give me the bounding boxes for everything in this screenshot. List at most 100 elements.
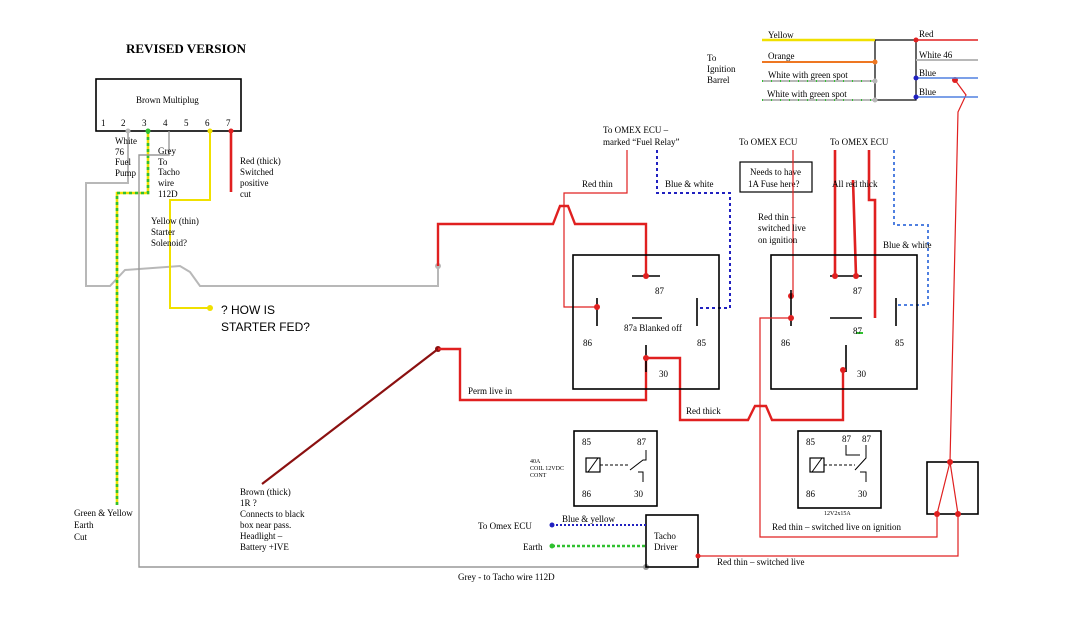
svg-text:76: 76 (115, 147, 125, 157)
svg-text:Pump: Pump (115, 168, 137, 178)
svg-text:on ignition: on ignition (758, 235, 798, 245)
relay1-pin87: 87 (655, 286, 665, 296)
svg-text:87: 87 (862, 434, 872, 444)
pin-1: 1 (101, 118, 106, 128)
svg-text:STARTER FED?: STARTER FED? (221, 320, 310, 334)
brown-thick-label: Brown (thick) 1R ? Connects to black box… (240, 487, 305, 552)
svg-text:Tacho: Tacho (654, 531, 676, 541)
svg-text:30: 30 (634, 489, 644, 499)
red-thick-label: Red thick (686, 406, 721, 416)
svg-text:switched live: switched live (758, 223, 806, 233)
small-relay-2: 85 87 87 86 30 12V2x15A (797, 430, 882, 517)
svg-text:Driver: Driver (654, 542, 678, 552)
svg-text:Starter: Starter (151, 227, 175, 237)
svg-text:Switched: Switched (240, 167, 274, 177)
svg-text:White: White (115, 136, 137, 146)
blue-white-label-1: Blue & white (665, 179, 714, 189)
svg-text:Battery +IVE: Battery +IVE (240, 542, 289, 552)
multiplug-label: Brown Multiplug (136, 95, 199, 105)
green-yellow-wire (115, 131, 150, 505)
svg-text:White with green spot: White with green spot (768, 70, 848, 80)
svg-text:Fuel: Fuel (115, 157, 132, 167)
brown-thick-wire (261, 348, 439, 485)
svg-text:87: 87 (637, 437, 647, 447)
red-to-relay1-87-wire (436, 204, 648, 276)
svg-text:To OMEX ECU –: To OMEX ECU – (603, 125, 669, 135)
red-thin-switched-live-label: Red thin – switched live (717, 557, 805, 567)
svg-text:Yellow (thin): Yellow (thin) (151, 216, 199, 226)
svg-text:Earth: Earth (74, 520, 94, 530)
svg-text:1R ?: 1R ? (240, 498, 257, 508)
svg-text:Orange: Orange (768, 51, 795, 61)
svg-text:To: To (158, 157, 168, 167)
pin-3: 3 (142, 118, 147, 128)
fuse-note: Needs to have 1A Fuse here? (739, 161, 813, 193)
grey-bottom-label: Grey - to Tacho wire 112D (458, 572, 555, 582)
blue-yellow-label: Blue & yellow (562, 514, 615, 524)
svg-text:COIL 12VDC: COIL 12VDC (530, 466, 564, 472)
grey-tacho-label: Grey To Tacho wire 112D (158, 146, 180, 199)
omex-fuel-relay-label: To OMEX ECU – marked “Fuel Relay” (603, 125, 679, 147)
svg-text:cut: cut (240, 189, 251, 199)
yellow-starter-wire (169, 131, 211, 309)
svg-text:? HOW IS: ? HOW IS (221, 303, 275, 317)
svg-text:White with green spot: White with green spot (767, 89, 847, 99)
relay2-pin86: 86 (781, 338, 791, 348)
how-starter-label: ? HOW IS STARTER FED? (221, 303, 310, 334)
svg-text:White 46: White 46 (919, 50, 953, 60)
blue-white-label-2: Blue & white (883, 240, 932, 250)
relay2-pin85: 85 (895, 338, 905, 348)
svg-text:40A: 40A (530, 459, 541, 465)
svg-text:marked “Fuel Relay”: marked “Fuel Relay” (603, 137, 679, 147)
red-thin-switched-live-wire (698, 514, 959, 557)
white76-label: White 76 Fuel Pump (115, 136, 137, 178)
junction-box (926, 459, 979, 517)
svg-text:12V2x15A: 12V2x15A (824, 511, 851, 517)
svg-text:Yellow: Yellow (768, 30, 794, 40)
relay-2: 87 87 86 85 30 (770, 254, 918, 390)
red-thick-wire (646, 356, 845, 422)
relay-1: 87 87a Blanked off 86 85 30 (572, 254, 720, 390)
svg-text:Needs to have: Needs to have (750, 167, 801, 177)
svg-text:112D: 112D (158, 189, 178, 199)
svg-text:Headlight –: Headlight – (240, 531, 283, 541)
relay2-pin30: 30 (857, 369, 867, 379)
svg-text:Red thin –: Red thin – (758, 212, 796, 222)
red-thick-omex-2 (851, 179, 858, 277)
svg-text:Red (thick): Red (thick) (240, 156, 281, 166)
ignition-barrel: To Ignition Barrel Yellow Orange White w… (707, 29, 978, 103)
svg-text:box near pass.: box near pass. (240, 520, 291, 530)
relay1-note: 87a Blanked off (624, 323, 682, 333)
svg-text:positive: positive (240, 178, 269, 188)
svg-text:30: 30 (858, 489, 868, 499)
relay1-pin86: 86 (583, 338, 593, 348)
svg-text:85: 85 (582, 437, 592, 447)
svg-text:Cut: Cut (74, 532, 88, 542)
svg-text:Ignition: Ignition (707, 64, 736, 74)
to-omex-ecu-bottom-label: To Omex ECU (478, 521, 532, 531)
svg-text:86: 86 (582, 489, 592, 499)
svg-text:Blue: Blue (919, 87, 936, 97)
relay1-pin30: 30 (659, 369, 669, 379)
svg-text:Brown (thick): Brown (thick) (240, 487, 291, 497)
svg-text:Green & Yellow: Green & Yellow (74, 508, 133, 518)
svg-text:85: 85 (806, 437, 816, 447)
white-76-wire (85, 131, 439, 287)
yellow-thin-label: Yellow (thin) Starter Solenoid? (151, 216, 199, 248)
relay2-pin87: 87 (853, 286, 863, 296)
green-yellow-label: Green & Yellow Earth Cut (74, 508, 133, 542)
red-thin-to-ignition-wire (949, 79, 967, 463)
red-thin-label: Red thin (582, 179, 613, 189)
pin-7: 7 (226, 118, 231, 128)
all-red-thick-label: All red thick (832, 179, 878, 189)
pin-5: 5 (184, 118, 189, 128)
svg-text:Solenoid?: Solenoid? (151, 238, 187, 248)
red-thin-switched-ign-label: Red thin – switched live on ignition (772, 522, 901, 532)
svg-text:Connects to black: Connects to black (240, 509, 305, 519)
red-thin-switched-label: Red thin – switched live on ignition (758, 212, 806, 245)
svg-text:wire: wire (158, 178, 174, 188)
pin2-node (125, 128, 131, 134)
svg-text:CONT: CONT (530, 473, 547, 479)
perm-live-label: Perm live in (468, 386, 512, 396)
